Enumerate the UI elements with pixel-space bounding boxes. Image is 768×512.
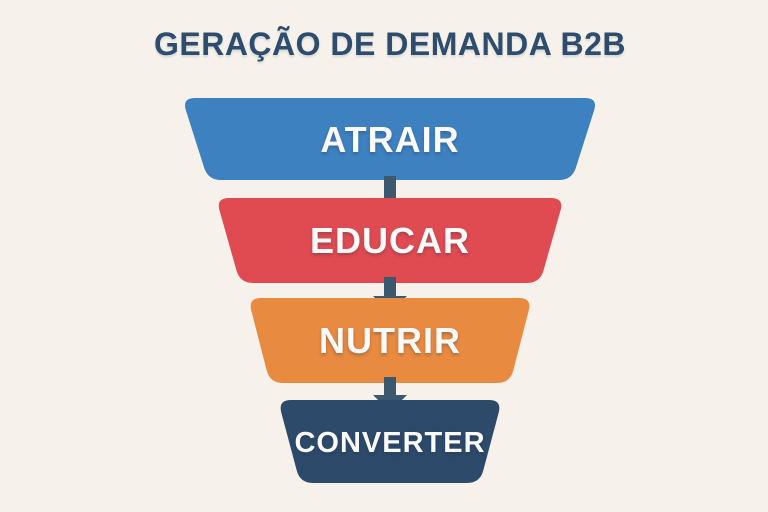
funnel-stage-shape (185, 98, 595, 180)
funnel-stage-label: NUTRIR (319, 320, 461, 361)
funnel-stage-shape (218, 198, 562, 283)
funnel-stage-label: EDUCAR (310, 220, 470, 261)
funnel-stage-atrair: ATRAIR (185, 98, 595, 180)
funnel-stage-shape (250, 298, 530, 383)
funnel-stage-shape (280, 400, 500, 483)
funnel-stage-label: CONVERTER (294, 427, 485, 459)
funnel-stage-educar: EDUCAR (218, 198, 562, 283)
funnel-stage-label: ATRAIR (320, 119, 459, 160)
diagram-title: GERAÇÃO DE DEMANDA B2B (153, 26, 627, 62)
funnel-stage-converter: CONVERTER (280, 400, 500, 483)
funnel-stage-nutrir: NUTRIR (250, 298, 530, 383)
